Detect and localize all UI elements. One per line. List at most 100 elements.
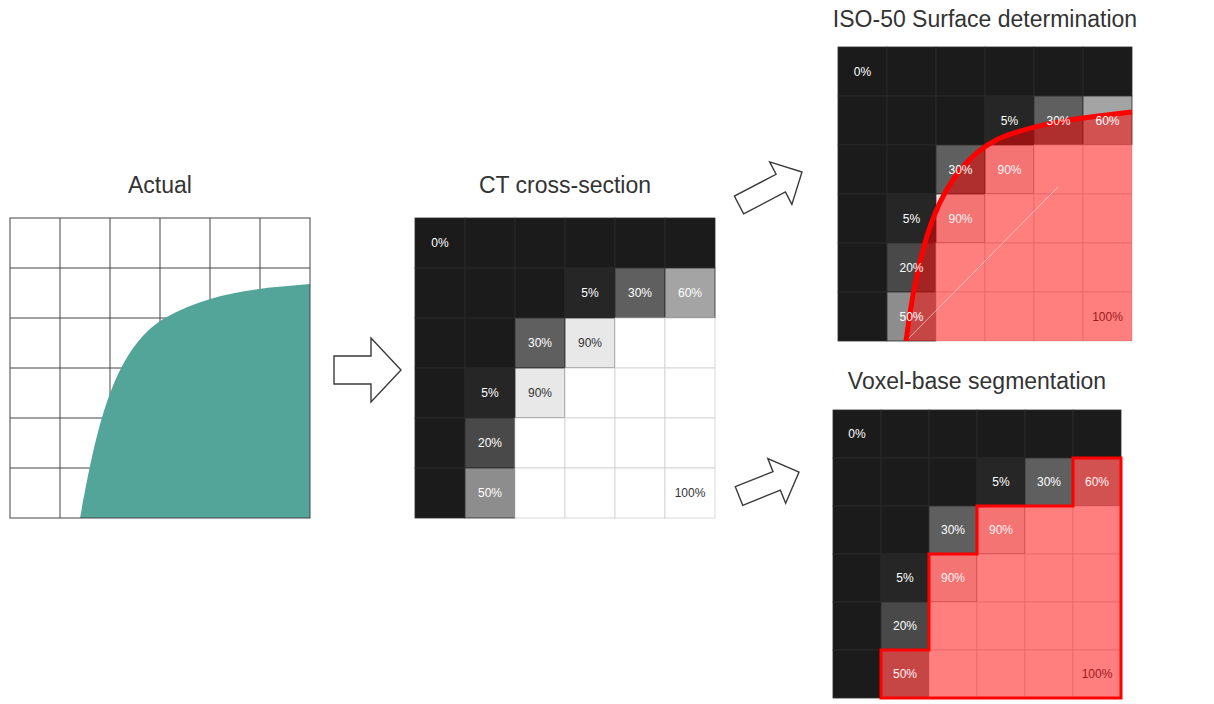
grid-lines	[10, 218, 310, 518]
cell-value: 5%	[565, 268, 615, 318]
voxel-cell	[838, 243, 887, 292]
voxel-cell	[565, 468, 615, 518]
inside-region	[906, 112, 1132, 341]
cell-value: 5%	[465, 368, 515, 418]
voxel-cell	[515, 218, 565, 268]
voxel-cell	[465, 418, 515, 468]
voxel-cell	[1025, 458, 1073, 506]
voxel-segment	[881, 458, 1121, 698]
voxel-cell	[615, 268, 665, 318]
voxel-cell	[415, 268, 465, 318]
panel: CT cross-section	[415, 170, 715, 518]
panel-title: Voxel-base segmentation	[848, 368, 1106, 395]
voxel-cell	[1034, 47, 1083, 96]
voxel-cell	[887, 47, 936, 96]
panel-title: CT cross-section	[479, 172, 651, 199]
cell-value: 20%	[887, 243, 936, 292]
voxel-cell	[415, 218, 465, 268]
cell-value: 60%	[665, 268, 715, 318]
panel-title: ISO-50 Surface determination	[833, 6, 1137, 33]
voxel-cell	[833, 410, 881, 458]
voxel-cell	[515, 318, 565, 368]
segment-region	[881, 458, 1121, 698]
voxel-cell	[615, 368, 665, 418]
voxel-cell	[838, 96, 887, 145]
cell-value: 60%	[1083, 96, 1132, 145]
voxel-cell	[665, 218, 715, 268]
voxel-cell	[465, 368, 515, 418]
panel-title: Actual	[128, 172, 192, 199]
voxel-cell	[838, 47, 887, 96]
ct-voxels	[415, 218, 715, 518]
voxel-cell	[515, 368, 565, 418]
voxel-cell	[565, 368, 615, 418]
voxel-cell	[977, 410, 1025, 458]
voxel-cell	[665, 418, 715, 468]
iso-curve	[906, 112, 1132, 341]
cell-value: 5%	[977, 458, 1025, 506]
voxel-cell	[465, 218, 515, 268]
voxel-cell	[615, 218, 665, 268]
guide-line	[906, 187, 1058, 341]
voxel-cell	[881, 554, 929, 602]
voxel-cell	[833, 506, 881, 554]
block-arrow	[734, 162, 802, 214]
voxel-cell	[929, 458, 977, 506]
voxel-cell	[936, 47, 985, 96]
cell-value: 30%	[929, 506, 977, 554]
voxel-cell	[1073, 410, 1121, 458]
cell-value: 90%	[929, 554, 977, 602]
voxel-cell	[415, 418, 465, 468]
cell-value: 90%	[977, 506, 1025, 554]
voxel-cell	[833, 458, 881, 506]
voxel-cell	[515, 268, 565, 318]
cell-value: 90%	[515, 368, 565, 418]
voxel-cell	[415, 468, 465, 518]
cell-value: 5%	[881, 554, 929, 602]
panel: Actual	[10, 170, 310, 518]
cell-value: 30%	[515, 318, 565, 368]
cell-value: 20%	[465, 418, 515, 468]
voxel-cell	[615, 418, 665, 468]
voxel-cell	[415, 318, 465, 368]
voxel-cell	[1025, 410, 1073, 458]
voxel-cell	[881, 506, 929, 554]
voxel-cell	[565, 318, 615, 368]
cell-value: 5%	[887, 194, 936, 243]
cell-value: 20%	[881, 602, 929, 650]
voxel-cell	[833, 554, 881, 602]
voxel-cell	[833, 602, 881, 650]
actual-shape-grid	[10, 218, 310, 518]
voxel-cell	[838, 194, 887, 243]
cell-value: 0%	[838, 47, 887, 96]
iso-surface	[906, 112, 1132, 341]
panel: ISO-50 Surface determination	[838, 0, 1132, 341]
cell-value: 90%	[936, 194, 985, 243]
voxel-cell	[665, 368, 715, 418]
voxel-cell	[985, 47, 1034, 96]
voxel-cell	[838, 145, 887, 194]
voxel-cell	[887, 145, 936, 194]
cell-value: 100%	[1073, 650, 1121, 698]
voxel-cell	[881, 458, 929, 506]
voxel-cell	[833, 650, 881, 698]
ct-voxels	[838, 47, 1132, 341]
grid-ground	[10, 218, 310, 518]
voxel-cell	[929, 410, 977, 458]
cell-value: 30%	[936, 145, 985, 194]
voxel-cell	[565, 218, 615, 268]
voxel-cell	[665, 268, 715, 318]
panel: Voxel-base segmentation	[833, 364, 1121, 700]
cell-value: 60%	[1073, 458, 1121, 506]
cell-value: 30%	[615, 268, 665, 318]
voxel-cell	[615, 318, 665, 368]
voxel-cell	[977, 458, 1025, 506]
voxel-cell	[465, 318, 515, 368]
block-arrow	[735, 459, 799, 506]
voxel-cell	[838, 292, 887, 341]
voxel-cell	[665, 318, 715, 368]
cell-value: 5%	[985, 96, 1034, 145]
voxel-cell	[887, 96, 936, 145]
